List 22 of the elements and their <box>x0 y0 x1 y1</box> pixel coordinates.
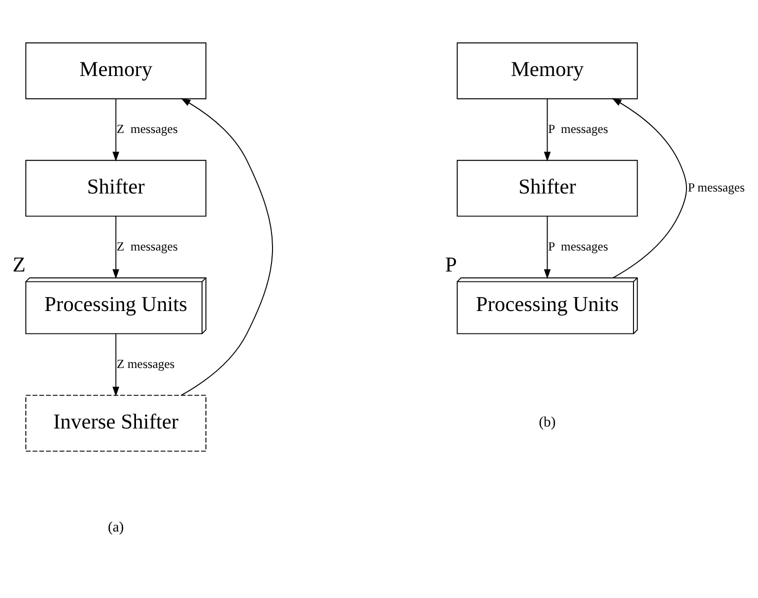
edge-label: Z messages <box>116 238 178 253</box>
edge-label: Z messages <box>116 356 175 370</box>
label: (b) <box>538 414 556 430</box>
node-box: Shifter <box>456 159 638 216</box>
arrow <box>612 97 687 278</box>
node-label: Z <box>12 252 26 276</box>
arrow <box>544 215 551 278</box>
label: (a) <box>108 519 124 536</box>
node-box: Memory <box>456 42 638 99</box>
arrow <box>112 215 120 278</box>
arrow <box>180 98 274 396</box>
edge-label: P messages <box>688 180 745 194</box>
arrow <box>112 332 120 396</box>
edge-label: P messages <box>548 121 608 136</box>
edge-label: P messages <box>548 238 608 253</box>
node-box: Memory <box>25 42 206 99</box>
arrow <box>544 98 551 161</box>
node-label: P <box>445 252 457 276</box>
edge-label: Z messages <box>116 121 178 136</box>
node-box: Inverse Shifter <box>25 394 206 452</box>
node-box: Shifter <box>25 159 206 216</box>
arrow <box>112 98 120 161</box>
